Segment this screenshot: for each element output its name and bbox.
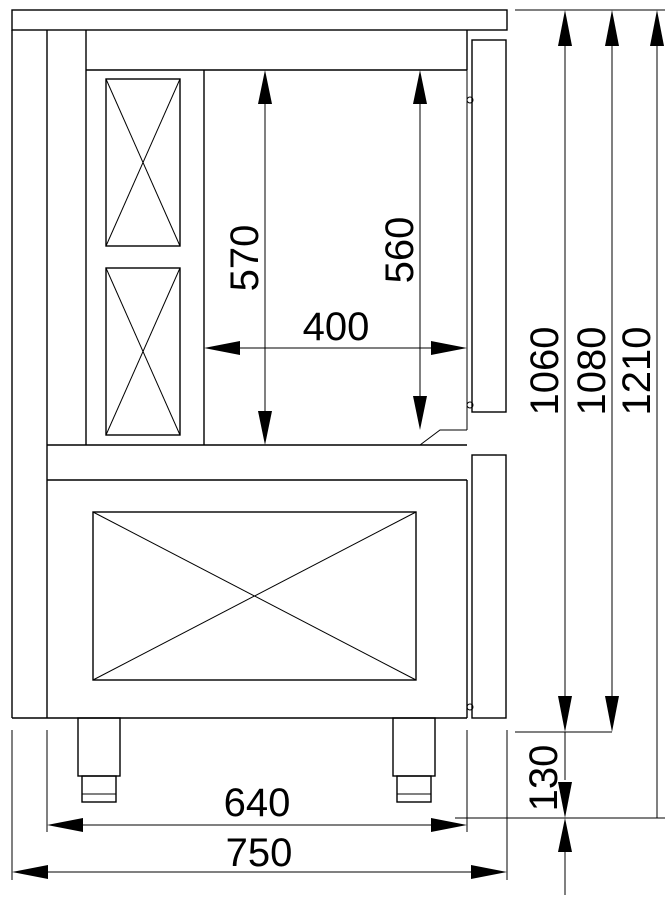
dim-1210: 1210	[615, 10, 664, 818]
lower-panel	[92, 511, 417, 681]
dim-640: 640	[47, 781, 467, 832]
dim-400: 400	[204, 305, 467, 355]
dim-1060-label: 1060	[523, 327, 567, 416]
dim-1060: 1060	[523, 10, 572, 732]
dim-1210-label: 1210	[615, 327, 659, 416]
leg-left	[77, 717, 121, 803]
dim-570: 570	[223, 70, 272, 445]
dim-130-label: 130	[522, 745, 566, 812]
upper-door	[466, 39, 507, 413]
lower-door	[466, 454, 507, 719]
dim-750-label: 750	[226, 831, 293, 875]
leg-right	[392, 717, 436, 803]
cabinet-body	[11, 30, 468, 719]
dim-560-label: 560	[378, 217, 422, 284]
extension-lines	[11, 9, 665, 880]
dim-560: 560	[378, 70, 427, 430]
dim-400-label: 400	[303, 305, 370, 349]
dim-130: 130	[522, 732, 572, 895]
worktop	[11, 9, 508, 31]
component-box-top	[105, 78, 181, 247]
dim-1080: 1080	[570, 10, 619, 732]
dim-1080-label: 1080	[570, 327, 614, 416]
upper-compartment	[203, 70, 468, 446]
dim-570-label: 570	[223, 225, 267, 292]
component-box-bottom	[105, 267, 181, 436]
dim-640-label: 640	[224, 781, 291, 825]
dim-750: 750	[12, 831, 507, 879]
